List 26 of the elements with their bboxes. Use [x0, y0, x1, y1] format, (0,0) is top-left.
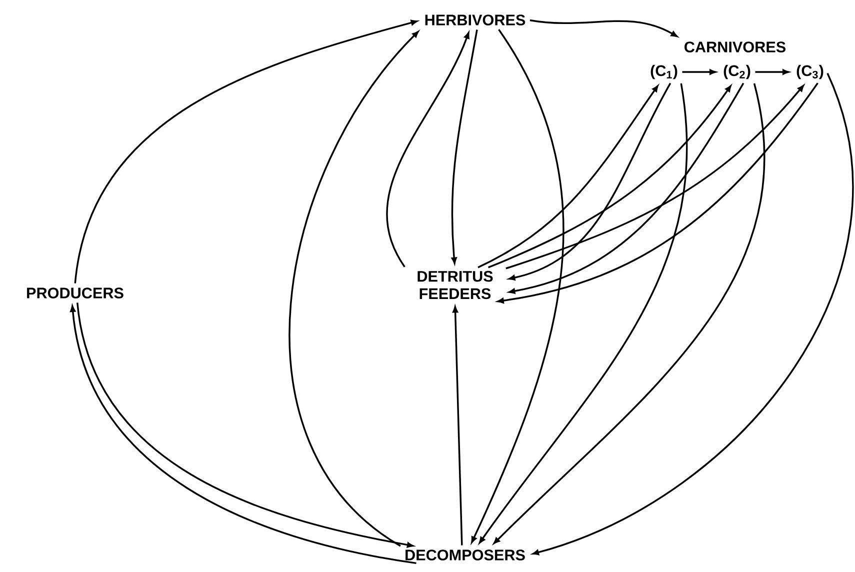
- node-label: DECOMPOSERS: [406, 550, 525, 560]
- arrow: [479, 83, 688, 544]
- arrow: [508, 82, 672, 280]
- arrow: [493, 83, 765, 544]
- arrow: [74, 20, 418, 284]
- node-label: CARNIVORES: [684, 42, 786, 52]
- arrow: [755, 69, 789, 75]
- arrow: [497, 82, 818, 304]
- node-label: PRODUCERS: [27, 288, 124, 298]
- arrow: [289, 31, 419, 547]
- arrow: [471, 29, 564, 543]
- arrow: [451, 30, 478, 264]
- arrow: [530, 19, 678, 37]
- arrow: [386, 32, 470, 268]
- arrow: [532, 72, 854, 556]
- node-label: (C$_{3}$): [796, 64, 824, 80]
- node-label: HERBIVORES: [425, 14, 526, 26]
- arrow: [452, 306, 463, 546]
- arrow: [488, 85, 732, 268]
- arrow: [506, 85, 804, 270]
- arrow: [508, 82, 744, 294]
- node-label: DETRITUS FEEDERS: [418, 270, 493, 300]
- arrow: [478, 85, 658, 268]
- node-label: (C$_{2}$): [724, 64, 750, 80]
- node-label: (C$_{1}$): [650, 64, 678, 80]
- arrow: [682, 69, 716, 75]
